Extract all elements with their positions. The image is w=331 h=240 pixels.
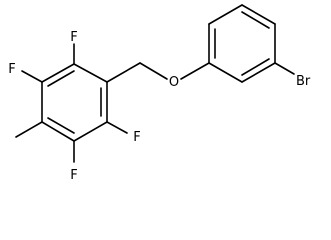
bond [47,70,75,87]
bond-to-f-lower-right [106,121,128,134]
bond [47,117,75,134]
fluorinated-ring [41,63,108,142]
methyl-bond [15,121,43,138]
bond-oxygen-to-ring [180,62,210,80]
bond [241,4,276,25]
bond [41,63,75,83]
bond [241,58,270,76]
atom-label-f-top: F [70,30,77,45]
bond [41,121,75,142]
atom-label-f-upper-left: F [8,62,15,77]
bond [208,4,243,25]
bond [241,11,270,29]
bond-to-f-upper-left [21,70,43,83]
atom-label-oxygen: O [169,75,179,90]
bromophenyl-ring [208,4,276,83]
bond [73,63,108,83]
bond-to-oxygen [139,62,168,80]
atom-label-f-lower-right: F [133,130,140,145]
bond-to-bromine [274,62,295,75]
methylene-bond [106,62,141,83]
bond [73,121,108,142]
bond [208,62,243,83]
bond [241,62,276,83]
atom-label-bromine: Br [296,74,311,89]
chemical-structure: F F F F O Br [8,4,311,183]
atom-label-f-lower-left: F [70,168,77,183]
